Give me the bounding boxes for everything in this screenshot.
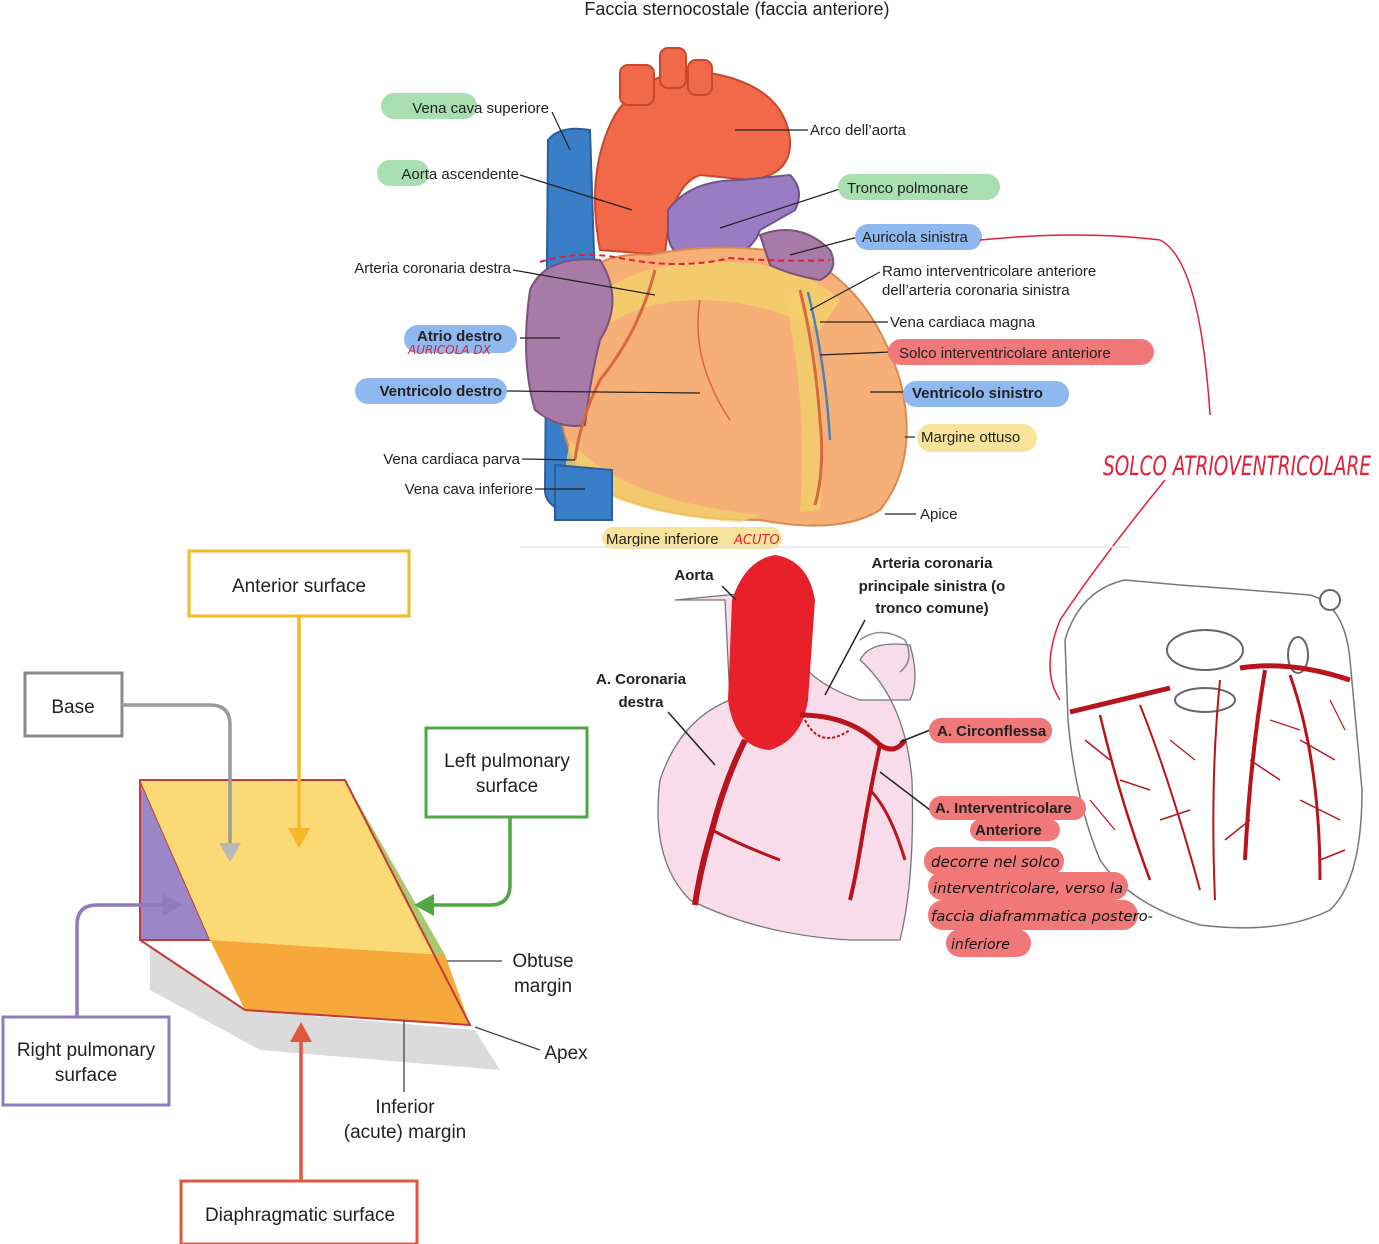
label-tronco-polmonare: Tronco polmonare bbox=[847, 180, 968, 197]
label-aorta-ascendente: Aorta ascendente bbox=[401, 166, 519, 183]
label-apex: Apex bbox=[544, 1043, 588, 1064]
label-highlights-top bbox=[355, 93, 1154, 549]
label-left-pulmonary-2: surface bbox=[476, 776, 538, 797]
heart-anterior-illustration bbox=[525, 47, 908, 527]
note-decorre-2: interventricolare, verso la bbox=[933, 881, 1123, 897]
label-vena-cardiaca-magna: Vena cardiaca magna bbox=[890, 314, 1036, 331]
label-ramo-iv-2: dell’arteria coronaria sinistra bbox=[882, 282, 1070, 299]
label-vena-cardiaca-parva: Vena cardiaca parva bbox=[383, 451, 520, 468]
label-right-pulmonary-1: Right pulmonary bbox=[17, 1040, 156, 1061]
label-left-pulmonary-1: Left pulmonary bbox=[444, 751, 570, 772]
coronary-highlights bbox=[924, 718, 1138, 957]
label-obtuse-1: Obtuse bbox=[512, 951, 573, 972]
label-circonflessa: A. Circonflessa bbox=[937, 723, 1047, 740]
label-atrio-destro: Atrio destro bbox=[417, 328, 502, 345]
label-vena-cava-inferiore: Vena cava inferiore bbox=[405, 481, 533, 498]
coronary-diagram bbox=[657, 555, 931, 941]
wedge-labels: Anterior surface Base Left pulmonary sur… bbox=[17, 576, 588, 1226]
label-inferior-1: Inferior bbox=[375, 1097, 435, 1118]
label-anterior-surface: Anterior surface bbox=[232, 576, 366, 597]
label-acs-1: Arteria coronaria bbox=[872, 555, 994, 572]
label-diaphragmatic: Diaphragmatic surface bbox=[205, 1205, 395, 1226]
label-apice: Apice bbox=[920, 506, 958, 523]
label-inferior-2: (acute) margin bbox=[344, 1122, 467, 1143]
labels-top-left: Vena cava superiore Aorta ascendente Art… bbox=[354, 100, 779, 548]
label-right-pulmonary-2: surface bbox=[55, 1065, 117, 1086]
label-base: Base bbox=[51, 697, 94, 718]
label-acd-1: A. Coronaria bbox=[596, 671, 687, 688]
wedge-leader-lines bbox=[403, 960, 541, 1092]
label-solco-iv-anteriore: Solco interventricolare anteriore bbox=[899, 345, 1111, 362]
label-arco-aorta: Arco dell’aorta bbox=[810, 122, 907, 139]
label-acs-2: principale sinistra (o bbox=[859, 578, 1006, 595]
label-auricola-sinistra: Auricola sinistra bbox=[862, 229, 969, 246]
label-ventricolo-sinistro: Ventricolo sinistro bbox=[912, 385, 1043, 402]
label-aorta: Aorta bbox=[674, 567, 714, 584]
label-iva-1: A. Interventricolare bbox=[935, 800, 1072, 817]
note-decorre-3: faccia diaframmatica postero- bbox=[931, 909, 1153, 925]
coronary-outline-heart bbox=[1064, 579, 1363, 929]
page-title: Faccia sternocostale (faccia anteriore) bbox=[584, 0, 889, 19]
label-iva-2: Anteriore bbox=[975, 822, 1042, 839]
label-margine-ottuso: Margine ottuso bbox=[921, 429, 1020, 446]
note-auricola-dx: AURICOLA DX bbox=[407, 343, 492, 357]
label-obtuse-2: margin bbox=[514, 976, 572, 997]
note-solco-atrioventricolare: SOLCO ATRIOVENTRICOLARE bbox=[1103, 451, 1371, 482]
leader-lines-top bbox=[504, 111, 916, 515]
wedge-arrows bbox=[75, 616, 512, 1181]
labels-top-right: Arco dell’aorta Tronco polmonare Auricol… bbox=[810, 122, 1111, 523]
note-decorre-1: decorre nel solco bbox=[931, 853, 1060, 871]
label-acd-2: destra bbox=[618, 694, 664, 711]
label-arteria-coronaria-destra: Arteria coronaria destra bbox=[354, 260, 511, 277]
coronary-labels: Aorta Arteria coronaria principale sinis… bbox=[596, 555, 1153, 953]
label-ramo-iv-1: Ramo interventricolare anteriore bbox=[882, 263, 1096, 280]
note-decorre-4: inferiore bbox=[951, 937, 1010, 953]
label-ventricolo-destro: Ventricolo destro bbox=[379, 383, 502, 400]
solco-annotation bbox=[979, 234, 1211, 701]
label-acs-3: tronco comune) bbox=[875, 600, 988, 617]
label-vena-cava-superiore: Vena cava superiore bbox=[412, 100, 549, 117]
label-margine-inferiore: Margine inferiore bbox=[606, 531, 719, 548]
heart-surfaces-wedge bbox=[139, 779, 500, 1070]
note-acuto: ACUTO bbox=[733, 533, 780, 548]
